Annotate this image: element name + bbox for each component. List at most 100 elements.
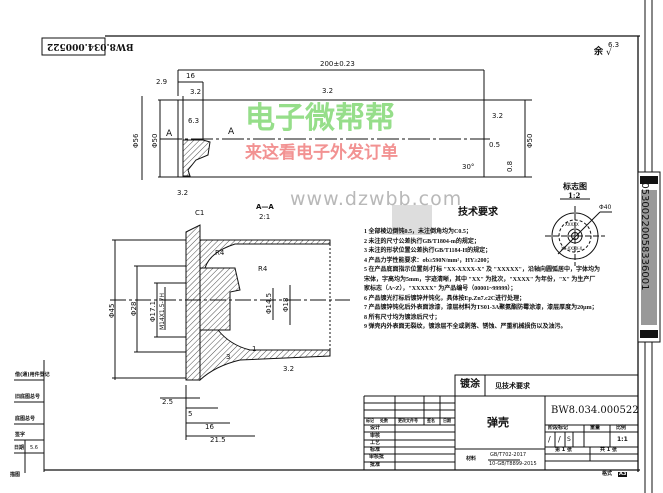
dim-2-5: 2.5 [162, 398, 174, 406]
role-label: 审核批 [369, 454, 385, 460]
dim-radius-b: R4 [258, 265, 268, 273]
dim-3: 3 [226, 353, 231, 361]
dim-length: 200±0.23 [320, 60, 355, 68]
tech-req-item: 8 所有尺寸均为镀涂后尺寸； [364, 314, 441, 321]
marking-dia: Φ40 [599, 204, 612, 211]
left-col-item: 借(通)用件登记 [15, 372, 50, 378]
sheets-label: 共 1 张 [600, 447, 617, 453]
dim-radius-a: R4 [215, 249, 225, 257]
dim-rim: 2.9 [156, 78, 168, 86]
surface-finish-label: 余 [594, 47, 604, 57]
tech-req-item: 9 弹壳内外表面无裂纹，镀涂层不全或剥落、锈蚀、严重机械损伤以及油污。 [364, 324, 567, 330]
dim-16: 16 [205, 423, 214, 431]
left-col-item: 签字 [15, 432, 26, 438]
material-top: GB/T702-2017 [490, 452, 527, 458]
role-label: 审核 [370, 433, 381, 439]
section-mark-right: A [228, 127, 235, 137]
form-value: A3 [618, 471, 628, 477]
drawing-number-rotated: BW8.034.000522 [47, 41, 134, 51]
change-header: 签名 [427, 418, 435, 423]
section-roughness: 3.2 [283, 365, 295, 373]
dim-dia-28: Φ28 [130, 301, 138, 316]
tech-req-item: 4 产品力学性能要求：σb≥590N/mm²，HY≥200； [364, 257, 493, 264]
role-label: 批准 [370, 462, 381, 468]
role-label: 设计 [370, 425, 381, 431]
dim-chamfer-angle: 30° [462, 163, 475, 171]
dim-dia-inner: Φ50 [151, 133, 159, 148]
barcode-text: E05300220058336001 [639, 176, 650, 291]
tech-req-item: 1 全部棱边倒钝0.5，未注倒角均为C0.5； [364, 229, 472, 235]
role-label: 工艺 [370, 440, 381, 446]
watermark-slogan: 来这看电子外发订单 [245, 143, 398, 163]
tech-req-title: 技术要求 [458, 207, 498, 218]
dim-dia-17: Φ17.1 [149, 300, 157, 322]
watermark-brand: 电子微帮帮 [245, 101, 395, 136]
change-header: 日期 [443, 418, 451, 423]
left-col-item: 日期 [14, 445, 25, 451]
section-mark-left: A [166, 129, 173, 139]
dim-thread: M14X1.5-7H [159, 293, 166, 330]
dim-5: 5 [188, 410, 193, 418]
dim-1: 1 [252, 345, 257, 353]
tech-req-item: 5 在产品底面指示位置刻/打标 "XX-XXXX-X" 及 "XXXXX"，沿轴… [364, 267, 600, 273]
surface-finish-value: 6.3 [608, 41, 620, 49]
section-title: A—A [256, 203, 274, 211]
left-col-item: 描图 [10, 472, 21, 478]
roughness-c: 3.2 [177, 189, 189, 197]
section-scale: 2:1 [259, 213, 271, 221]
tech-req-item: 7 产品镀锌钝化后外表面涂漆，漆层材料为TS01-3A聚氨酯防霉涂漆，漆层厚度为… [364, 305, 598, 311]
role-label: 标准 [370, 447, 381, 453]
form-label: 格式 [602, 471, 613, 477]
dim-dia-right: Φ50 [526, 133, 534, 148]
stage-mark: / [558, 435, 561, 444]
marking-scale: 1:2 [568, 191, 581, 200]
sheet-label: 第 1 张 [555, 447, 572, 453]
left-col-item: 底图总号 [15, 416, 36, 422]
tech-req-list: 1 全部棱边倒钝0.5，未注倒角均为C0.5； 2 未注的尺寸公差执行GB/T1… [364, 228, 632, 333]
coating-label: 镀涂 [460, 379, 480, 390]
weight-label: 重量 [590, 425, 601, 431]
dim-chamfer: C1 [195, 209, 205, 217]
tech-req-item: 3 未注的形状位置公差执行GB/T1184-H的规定； [364, 248, 492, 254]
roughness-symbol-icon: √ [606, 48, 612, 58]
qr-code [392, 205, 432, 235]
left-col-date: 5.6 [30, 445, 38, 451]
barcode [637, 171, 661, 343]
change-header: 更改文件号 [398, 418, 418, 423]
watermark-url: www.dzwbb.com [290, 188, 463, 210]
roughness-right: 3.2 [492, 112, 504, 120]
coating-value: 见技术要求 [495, 381, 530, 390]
tech-req-item: 家标志（A~Z），"XXXXX" 为产品编号（00001~99999）； [364, 286, 517, 292]
material-label: 材料 [466, 456, 477, 462]
change-header: 标记 [366, 418, 374, 423]
part-code: BW8.034.000522 [551, 405, 639, 416]
marking-text-bottom: XX-XXXX-X [561, 246, 583, 251]
change-header: 处数 [380, 418, 388, 423]
roughness-top: 3.2 [322, 87, 334, 95]
dim-dia-14: Φ14.5 [265, 292, 273, 314]
dim-end-wall: 0.8 [506, 160, 514, 172]
rotated-code-box [41, 37, 106, 56]
roughness-b: 6.3 [188, 117, 200, 125]
marking-text-top: XXXXX [565, 222, 579, 227]
scale-label: 比例 [616, 425, 627, 431]
dim-dia-18: Φ18 [282, 297, 290, 312]
dim-end-step: 0.5 [489, 141, 501, 149]
scale-value: 1:1 [617, 436, 628, 443]
dim-dia-45: Φ45 [108, 303, 116, 318]
part-name: 弹壳 [487, 416, 509, 429]
stage-label: 阶段标记 [548, 425, 569, 431]
material-bottom: 10-GB/T8899-2015 [489, 461, 537, 467]
marking-title: 标志图 [563, 181, 587, 191]
tech-req-item: 6 产品镀光打标后镀锌并钝化，具体按Ep.Zn7.c2C进行处理； [364, 295, 526, 302]
tech-req-item: 宋体，字高均为5mm，字迹清晰，其中 "XX" 为批次，"XXXX" 为年份，"… [364, 276, 596, 283]
roughness-a: 3.2 [190, 88, 202, 96]
left-col-item: 旧底图总号 [15, 394, 41, 400]
dim-dia-outer: Φ56 [132, 133, 140, 148]
tech-req-item: 2 未注的尺寸公差执行GB/T1804-m的规定； [364, 238, 480, 245]
dim-flange: 16 [186, 72, 195, 80]
stage-mark: S [567, 436, 571, 443]
stage-mark: / [548, 435, 551, 444]
